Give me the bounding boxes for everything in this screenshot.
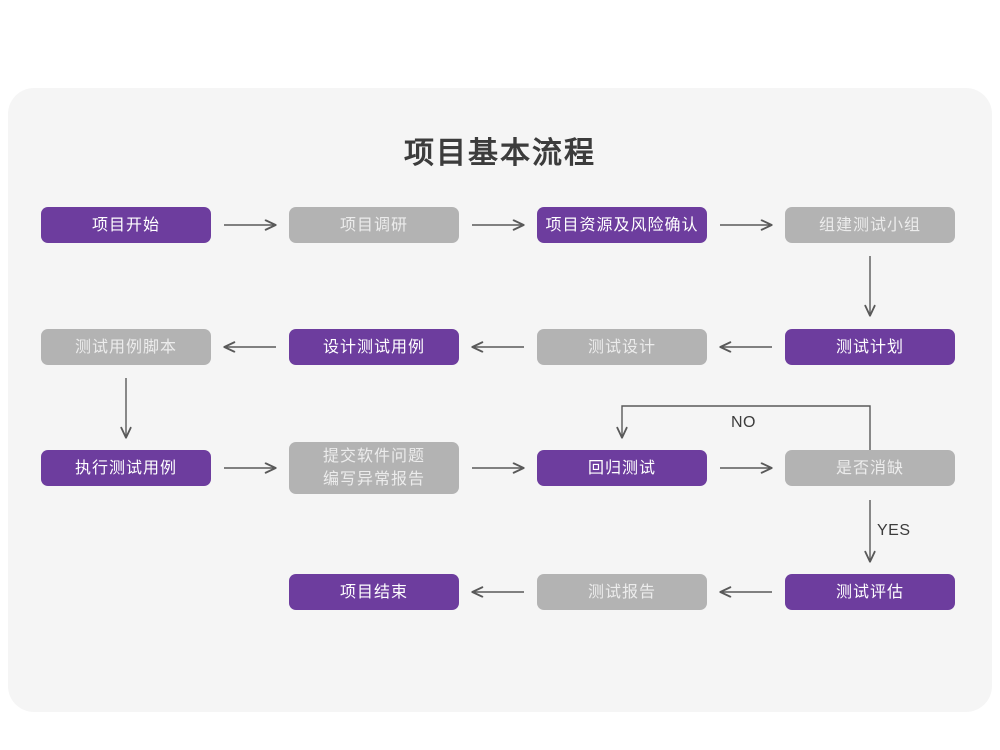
edge-n12-n11-no [622,405,871,450]
page-title: 项目基本流程 [404,137,596,170]
node-test-report[interactable]: 测试报告 [537,574,707,610]
node-test-design[interactable]: 测试设计 [537,329,707,365]
node-project-research[interactable]: 项目调研 [289,207,459,243]
node-build-test-team[interactable]: 组建测试小组 [785,207,955,243]
node-execute-test-cases[interactable]: 执行测试用例 [41,450,211,486]
node-project-end[interactable]: 项目结束 [289,574,459,610]
node-test-evaluation[interactable]: 测试评估 [785,574,955,610]
node-test-plan[interactable]: 测试计划 [785,329,955,365]
node-regression-test[interactable]: 回归测试 [537,450,707,486]
node-test-case-script[interactable]: 测试用例脚本 [41,329,211,365]
edge-label-no: NO [731,414,756,431]
node-defect-resolved[interactable]: 是否消缺 [785,450,955,486]
edge-label-yes: YES [877,522,911,539]
node-project-start[interactable]: 项目开始 [41,207,211,243]
node-resource-risk-confirm[interactable]: 项目资源及风险确认 [537,207,707,243]
node-design-test-cases[interactable]: 设计测试用例 [289,329,459,365]
node-submit-defect-report[interactable]: 提交软件问题 编写异常报告 [289,442,459,494]
